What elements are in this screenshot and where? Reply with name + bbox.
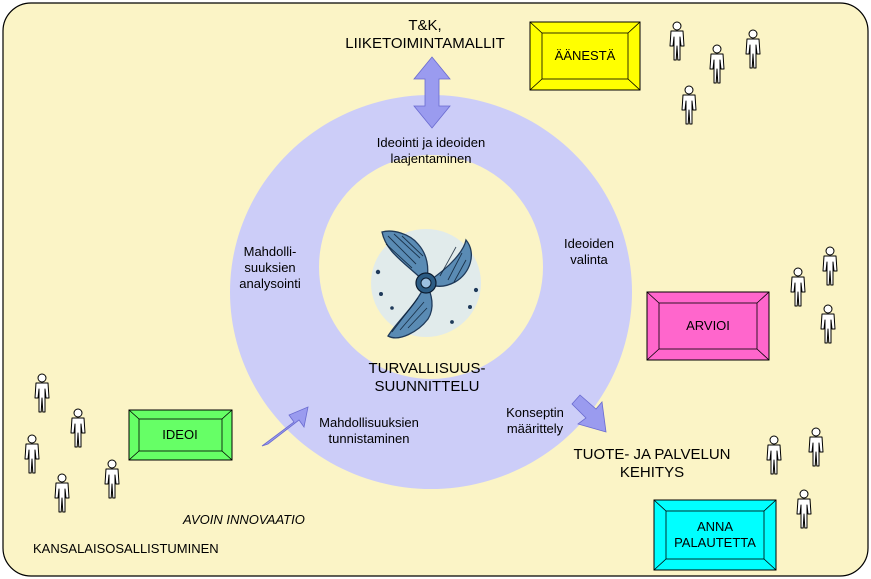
top-label: T&K, LIIKETOIMINTAMALLIT bbox=[345, 17, 505, 52]
double-arrow bbox=[413, 56, 451, 129]
ring-label-analysointi: Mahdolli- suuksien analysointi bbox=[239, 244, 301, 291]
box-aanesta[interactable] bbox=[529, 21, 641, 91]
propeller-icon bbox=[371, 229, 481, 339]
product-label: TUOTE- JA PALVELUN KEHITYS bbox=[573, 446, 731, 481]
ring bbox=[230, 95, 633, 489]
box-anna-label[interactable]: ANNA PALAUTETTA bbox=[674, 519, 756, 550]
ring-label-tunnistaminen: Mahdollisuuksien tunnistaminen bbox=[319, 415, 419, 446]
box-ideoi-label[interactable]: IDEOI bbox=[162, 427, 198, 442]
ring-label-valinta: Ideoiden valinta bbox=[564, 236, 614, 267]
arrow-into-ring bbox=[261, 406, 309, 447]
avoin-innovaatio-label: AVOIN INNOVAATIO bbox=[183, 512, 305, 527]
box-ideoi[interactable] bbox=[128, 409, 233, 461]
center-label: TURVALLISUUS- SUUNNITTELU bbox=[368, 360, 486, 395]
box-arvioi[interactable] bbox=[646, 291, 770, 361]
box-anna-palautetta[interactable] bbox=[653, 499, 777, 571]
box-arvioi-label[interactable]: ARVIOI bbox=[686, 318, 730, 333]
kansalaisosallistuminen-label: KANSALAISOSALLISTUMINEN bbox=[33, 541, 219, 556]
ring-label-konseptin: Konseptin määrittely bbox=[506, 405, 564, 436]
box-aanesta-label[interactable]: ÄÄNESTÄ bbox=[554, 48, 616, 63]
ring-label-ideointi: Ideointi ja ideoiden laajentaminen bbox=[376, 135, 486, 166]
arrow-out-of-ring bbox=[571, 394, 607, 433]
